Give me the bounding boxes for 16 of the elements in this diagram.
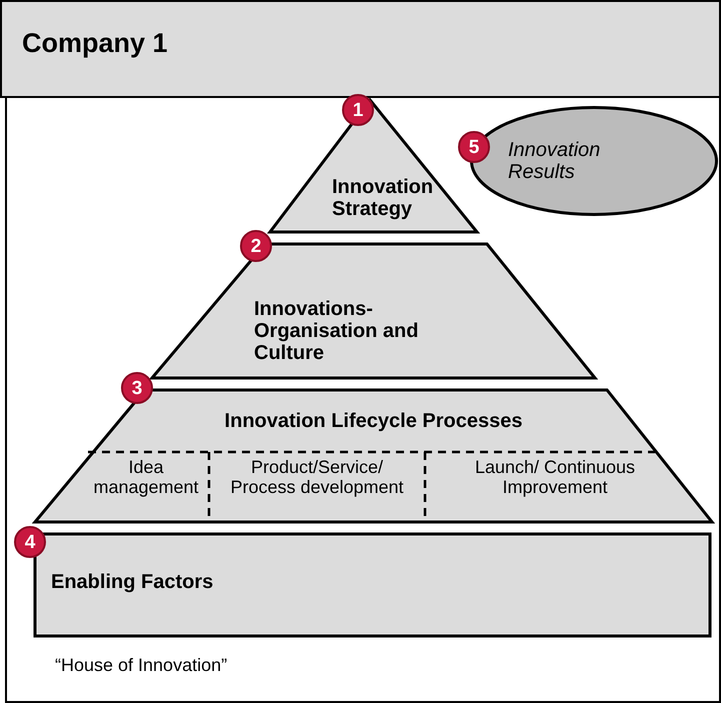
process-label: Launch/ Continuous Improvement — [474, 458, 636, 498]
callout-number: 3 — [121, 372, 153, 404]
process-label: Idea management — [92, 458, 200, 498]
title: Company 1 — [22, 28, 168, 59]
tier-label: Innovation Lifecycle Processes — [224, 410, 524, 432]
tier-label: Enabling Factors — [51, 571, 214, 593]
process-label: Product/Service/ Process development — [229, 458, 405, 498]
callout-number: 2 — [240, 230, 272, 262]
caption-note: “House of Innovation” — [55, 655, 228, 676]
tier-label: Innovations- Organisation and Culture — [254, 298, 420, 364]
foundation-block — [35, 534, 710, 636]
callout-number: 5 — [458, 131, 490, 163]
tier-label: Innovation Results — [508, 139, 602, 183]
tier-label: Innovation Strategy — [332, 176, 434, 220]
results-ellipse — [470, 106, 718, 216]
callout-number: 4 — [14, 526, 46, 558]
